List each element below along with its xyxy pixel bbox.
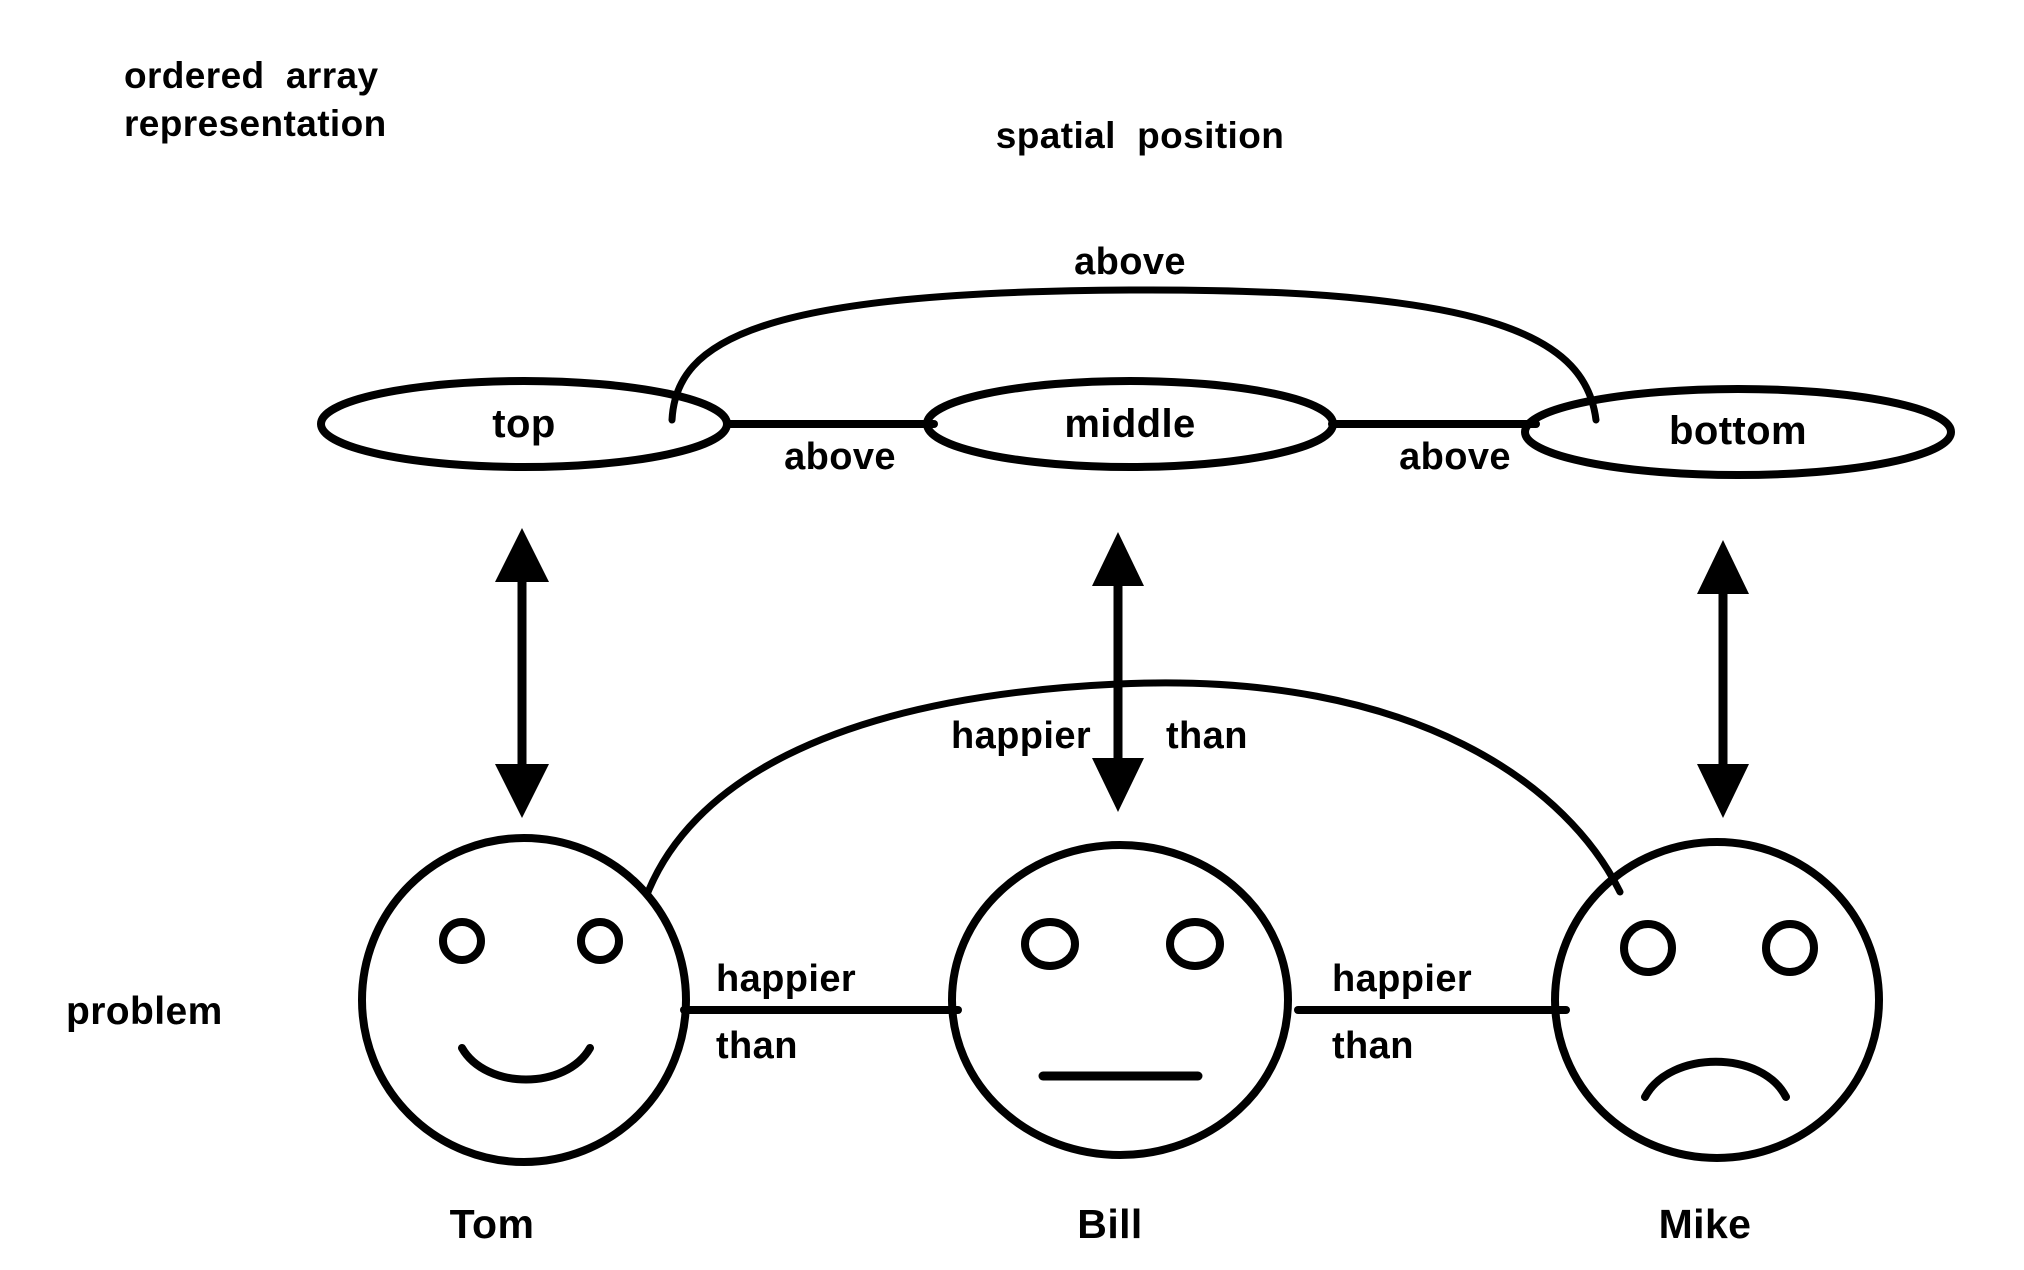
mouth-frown-mike — [1641, 1057, 1790, 1101]
edge-label-top-middle-above: above — [784, 436, 896, 478]
edge-label-tom-bill-than: than — [716, 1025, 798, 1067]
face-tom — [358, 834, 690, 1166]
node-label-bottom[interactable]: bottom — [1669, 409, 1807, 453]
mapping-arrow-top-tom — [495, 528, 549, 818]
name-label-tom: Tom — [449, 1201, 535, 1247]
title-spatial-position: spatial position — [995, 115, 1285, 156]
edge-label-arc-happier: happier — [951, 715, 1092, 757]
node-ellipse-middle — [923, 377, 1337, 471]
name-label-mike: Mike — [1658, 1201, 1752, 1247]
mouth-smile-tom — [458, 1044, 594, 1084]
edge-arc-top-bottom — [668, 286, 1600, 424]
node-ellipse-top — [317, 377, 731, 471]
mapping-arrow-middle-bill — [1092, 532, 1144, 812]
node-ellipse-bottom — [1521, 385, 1955, 479]
node-label-top[interactable]: top — [492, 402, 556, 446]
face-mike — [1551, 838, 1883, 1162]
edge-arc-tom-mike — [644, 679, 1624, 896]
node-label-middle[interactable]: middle — [1064, 402, 1196, 446]
edge-label-arc-than: than — [1166, 715, 1248, 757]
name-label-bill: Bill — [1077, 1201, 1143, 1247]
mapping-arrow-bottom-mike — [1697, 540, 1749, 818]
edge-label-bill-mike-than: than — [1332, 1025, 1414, 1067]
edge-label-arc-above: above — [1074, 241, 1186, 283]
edge-label-bill-mike-happier: happier — [1332, 958, 1473, 1000]
face-bill — [948, 841, 1292, 1159]
edge-label-tom-bill-happier: happier — [716, 958, 857, 1000]
title-ordered-array-line2: representation — [124, 103, 387, 144]
edge-label-middle-bottom-above: above — [1399, 436, 1511, 478]
title-ordered-array-line1: ordered array — [124, 55, 379, 96]
row-label-problem: problem — [66, 990, 223, 1033]
